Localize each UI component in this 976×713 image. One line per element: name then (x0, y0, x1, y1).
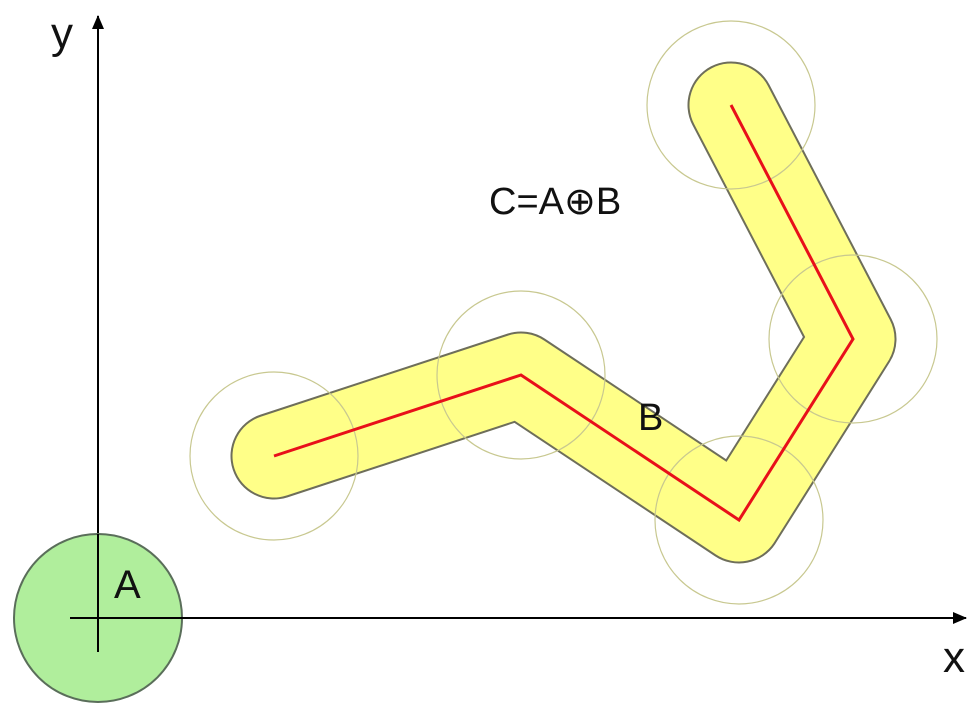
path-b-label: B (638, 397, 663, 439)
element-copy-2 (436, 290, 606, 460)
minkowski-sum-region (189, 20, 938, 605)
path-b (273, 104, 855, 523)
result-c-label: C=A⊕B (489, 181, 621, 223)
x-axis-label: x (943, 633, 965, 682)
y-axis-label: y (51, 9, 73, 58)
element-copy-3 (654, 435, 824, 605)
element-copy-4 (768, 254, 938, 424)
element-a-label: A (114, 563, 141, 607)
element-copy-5 (646, 20, 816, 190)
minkowski-fill (232, 63, 895, 562)
element-copy-1 (189, 371, 359, 541)
